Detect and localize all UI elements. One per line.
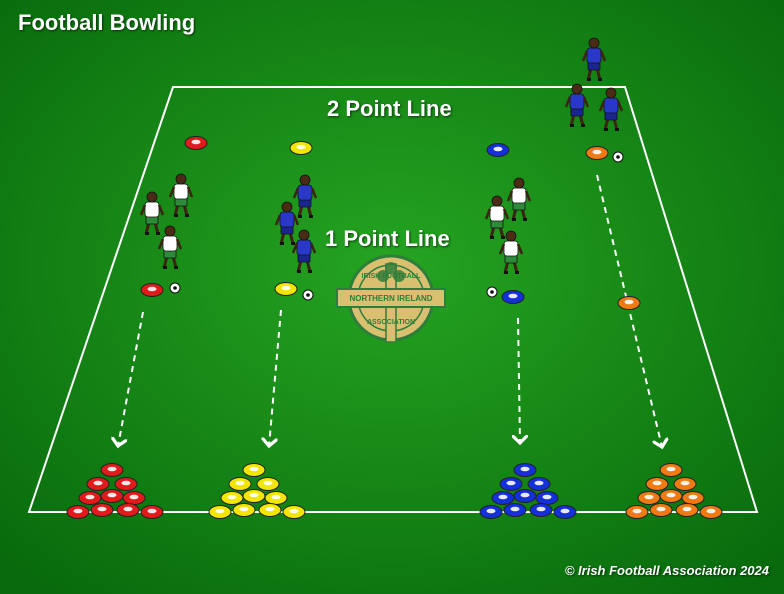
- player-blue-kit: [292, 174, 318, 218]
- cone-yellow: [220, 491, 244, 505]
- one-point-line-label: 1 Point Line: [325, 226, 450, 251]
- cone-red: [140, 505, 164, 519]
- player-blue-kit: [291, 229, 317, 273]
- cone-blue: [499, 477, 523, 491]
- cone-yellow: [256, 477, 280, 491]
- football-icon: [486, 286, 498, 298]
- cone-yellow: [289, 141, 313, 155]
- cone-blue: [527, 477, 551, 491]
- cone-orange: [585, 146, 609, 160]
- cone-orange: [699, 505, 723, 519]
- player-blue-kit: [564, 83, 590, 127]
- cone-yellow: [208, 505, 232, 519]
- football-icon: [612, 151, 624, 163]
- cone-blue: [535, 491, 559, 505]
- cone-blue: [513, 489, 537, 503]
- player-blue-kit: [274, 201, 300, 245]
- cone-orange: [675, 503, 699, 517]
- cone-red: [184, 136, 208, 150]
- player-white-kit: [168, 173, 194, 217]
- cone-yellow: [232, 503, 256, 517]
- cone-red: [66, 505, 90, 519]
- cone-red: [140, 283, 164, 297]
- cone-orange: [681, 491, 705, 505]
- player-white-kit: [139, 191, 165, 235]
- crest-top-text: IRISH FOOTBALL: [362, 273, 421, 280]
- movement-arrow: [518, 317, 520, 443]
- player-white-kit: [157, 225, 183, 269]
- cone-red: [114, 477, 138, 491]
- cone-orange: [617, 296, 641, 310]
- cone-yellow: [258, 503, 282, 517]
- cone-yellow: [264, 491, 288, 505]
- cone-yellow: [242, 463, 266, 477]
- cone-yellow: [242, 489, 266, 503]
- cone-red: [78, 491, 102, 505]
- cone-red: [116, 503, 140, 517]
- cone-blue: [513, 463, 537, 477]
- cone-orange: [645, 477, 669, 491]
- cone-red: [86, 477, 110, 491]
- two-point-line-label: 2 Point Line: [327, 96, 452, 121]
- cone-orange: [637, 491, 661, 505]
- movement-arrow: [269, 309, 282, 446]
- cone-blue: [491, 491, 515, 505]
- cone-blue: [503, 503, 527, 517]
- cone-red: [100, 489, 124, 503]
- cone-blue: [501, 290, 525, 304]
- cone-yellow: [228, 477, 252, 491]
- cone-orange: [673, 477, 697, 491]
- cone-red: [90, 503, 114, 517]
- movement-arrow: [118, 311, 144, 446]
- copyright-notice: © Irish Football Association 2024: [564, 563, 769, 578]
- diagram-title: Football Bowling: [18, 10, 196, 35]
- ifa-crest: IRISH FOOTBALL NORTHERN IRELAND ASSOCIAT…: [336, 254, 446, 343]
- cone-blue: [553, 505, 577, 519]
- cone-blue: [486, 143, 510, 157]
- football-icon: [302, 289, 314, 301]
- player-white-kit: [498, 230, 524, 274]
- movement-arrow: [596, 174, 662, 447]
- cone-blue: [479, 505, 503, 519]
- playing-area-boundary: [27, 86, 759, 513]
- cone-blue: [529, 503, 553, 517]
- player-white-kit: [506, 177, 532, 221]
- cone-orange: [659, 463, 683, 477]
- cone-red: [100, 463, 124, 477]
- cone-orange: [649, 503, 673, 517]
- player-white-kit: [484, 195, 510, 239]
- cone-yellow: [274, 282, 298, 296]
- crest-banner-text: NORTHERN IRELAND: [349, 294, 432, 303]
- cone-orange: [659, 489, 683, 503]
- cone-yellow: [282, 505, 306, 519]
- player-blue-kit: [581, 37, 607, 81]
- crest-bottom-text: ASSOCIATION: [367, 319, 415, 326]
- cone-red: [122, 491, 146, 505]
- cone-orange: [625, 505, 649, 519]
- football-icon: [169, 282, 181, 294]
- player-blue-kit: [598, 87, 624, 131]
